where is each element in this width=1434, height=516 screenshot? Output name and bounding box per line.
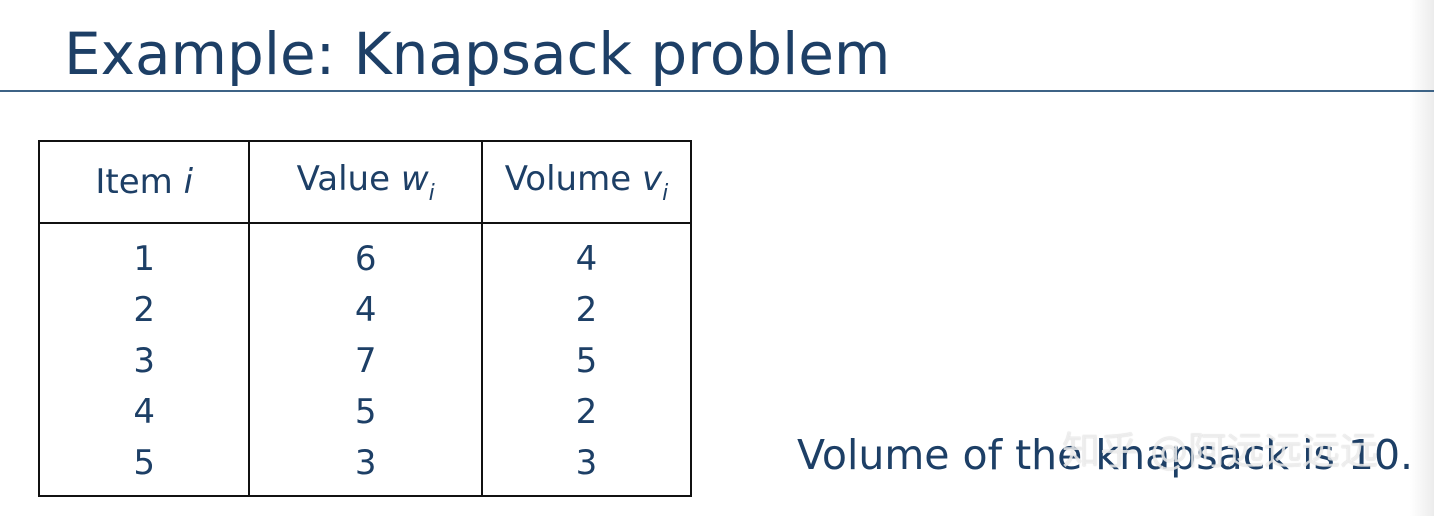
cell-volume: 2 <box>480 387 693 438</box>
header-item: Item i <box>37 141 251 224</box>
cell-value: 7 <box>248 336 483 387</box>
cell-volume: 4 <box>480 223 693 285</box>
cell-item: 5 <box>37 438 251 496</box>
cell-item: 2 <box>37 285 251 336</box>
title-underline <box>0 90 1434 92</box>
header-value-sub: i <box>428 180 435 206</box>
header-item-label: Item <box>95 162 184 202</box>
header-row: Item i Value wi Volume vi <box>37 141 693 224</box>
header-value: Value wi <box>248 141 483 224</box>
knapsack-table: Item i Value wi Volume vi 1 6 4 2 4 2 3 … <box>37 140 693 497</box>
table-row: 3 7 5 <box>37 336 693 387</box>
header-volume-var: v <box>641 158 663 199</box>
cell-value: 5 <box>248 387 483 438</box>
cell-volume: 2 <box>480 285 693 336</box>
cell-volume: 3 <box>480 438 693 496</box>
cell-value: 6 <box>248 223 483 285</box>
table-row: 2 4 2 <box>37 285 693 336</box>
table-row: 5 3 3 <box>37 438 693 496</box>
cell-value: 4 <box>248 285 483 336</box>
watermark: 知乎 @阿远远远远 <box>1062 429 1379 473</box>
cell-volume: 5 <box>480 336 693 387</box>
header-item-var: i <box>183 162 194 202</box>
cell-item: 3 <box>37 336 251 387</box>
cell-item: 1 <box>37 223 251 285</box>
cell-value: 3 <box>248 438 483 496</box>
header-volume-label: Volume <box>504 158 642 199</box>
header-volume: Volume vi <box>480 141 693 224</box>
table-row: 1 6 4 <box>37 223 693 285</box>
header-value-var: w <box>400 158 429 199</box>
slide-title: Example: Knapsack problem <box>64 20 891 88</box>
right-edge-shade <box>1410 0 1434 516</box>
cell-item: 4 <box>37 387 251 438</box>
header-value-label: Value <box>296 158 401 199</box>
table-body: 1 6 4 2 4 2 3 7 5 4 5 2 5 3 3 <box>37 223 693 496</box>
header-volume-sub: i <box>662 180 669 206</box>
table-row: 4 5 2 <box>37 387 693 438</box>
knapsack-volume-note: Volume of the knapsack is 10. <box>797 431 1414 479</box>
table-header: Item i Value wi Volume vi <box>37 141 693 224</box>
